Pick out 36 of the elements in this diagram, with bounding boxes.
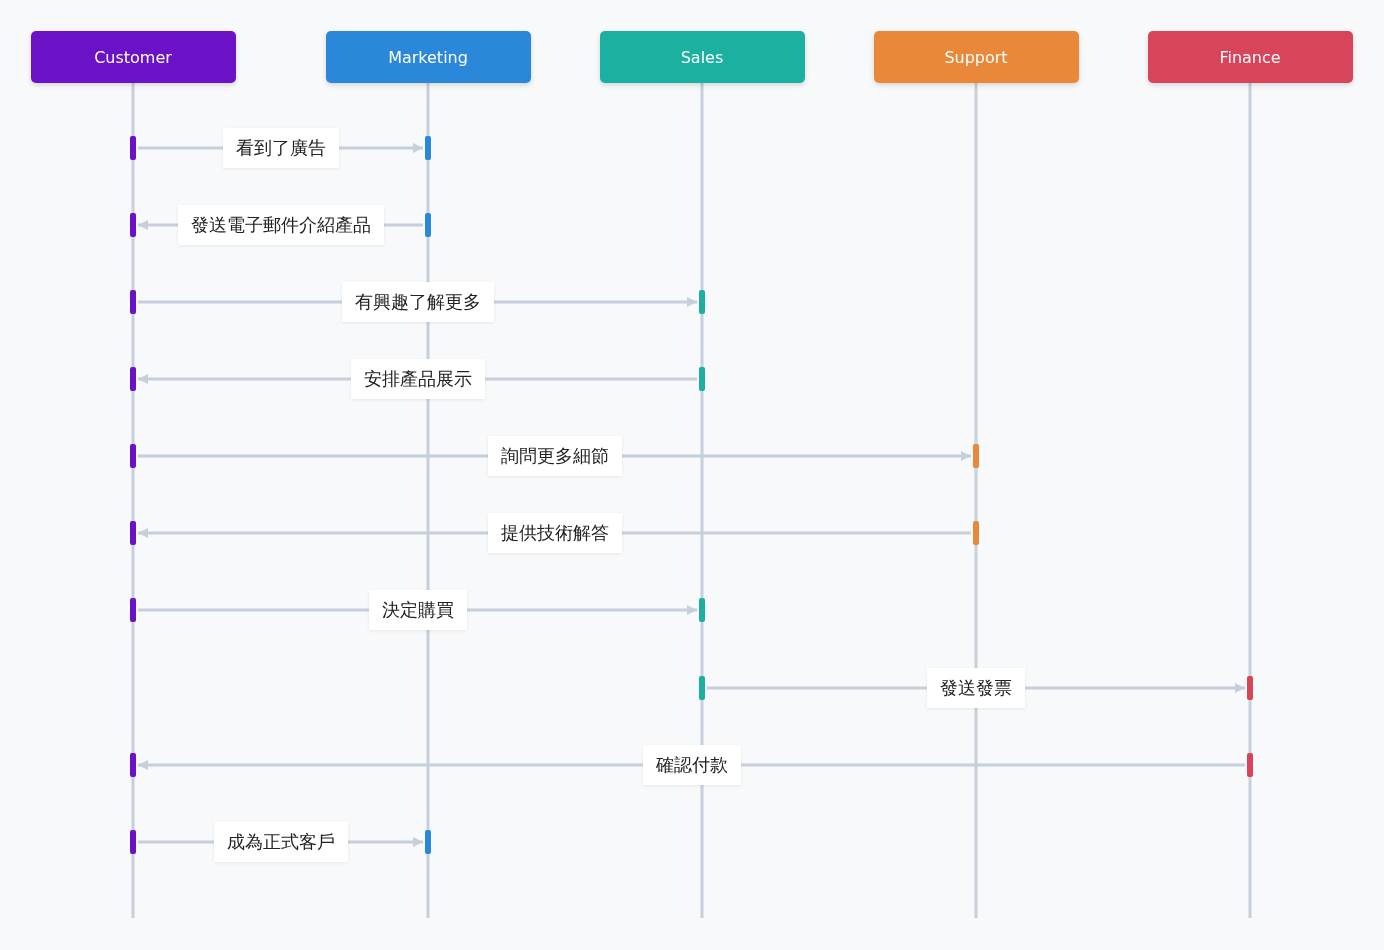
message-arrow xyxy=(138,760,1245,770)
activation-bar xyxy=(425,136,431,160)
edge-label: 安排產品展示 xyxy=(350,359,485,399)
activation-bar xyxy=(425,213,431,237)
edge-label: 看到了廣告 xyxy=(222,128,339,168)
edge-label: 發送發票 xyxy=(927,668,1025,708)
activation-bar xyxy=(699,290,705,314)
edge-label: 決定購買 xyxy=(368,590,467,630)
edge-label: 提供技術解答 xyxy=(487,513,622,553)
edge-label: 詢問更多細節 xyxy=(487,436,622,476)
activation-bar xyxy=(130,290,136,314)
activation-bar xyxy=(699,367,705,391)
activation-bar xyxy=(130,367,136,391)
participant-box: Marketing xyxy=(325,31,531,83)
activation-bar xyxy=(699,676,705,700)
edge-label: 確認付款 xyxy=(642,745,741,785)
activation-bar xyxy=(130,521,136,545)
activation-bar xyxy=(425,830,431,854)
edge-label: 有興趣了解更多 xyxy=(341,282,494,322)
activation-bar xyxy=(1247,753,1253,777)
edge-label: 發送電子郵件介紹產品 xyxy=(177,205,384,245)
activation-bar xyxy=(130,830,136,854)
participant-box: Customer xyxy=(30,31,236,83)
activation-bar xyxy=(130,598,136,622)
edge-label: 成為正式客戶 xyxy=(213,822,348,862)
activation-bar xyxy=(973,521,979,545)
activation-bar xyxy=(699,598,705,622)
activation-bar xyxy=(973,444,979,468)
activation-bar xyxy=(130,136,136,160)
activation-bar xyxy=(130,444,136,468)
participant-box: Sales xyxy=(599,31,805,83)
activation-bar xyxy=(130,753,136,777)
participant-box: Finance xyxy=(1147,31,1353,83)
activation-bar xyxy=(1247,676,1253,700)
participant-box: Support xyxy=(873,31,1079,83)
activation-bar xyxy=(130,213,136,237)
